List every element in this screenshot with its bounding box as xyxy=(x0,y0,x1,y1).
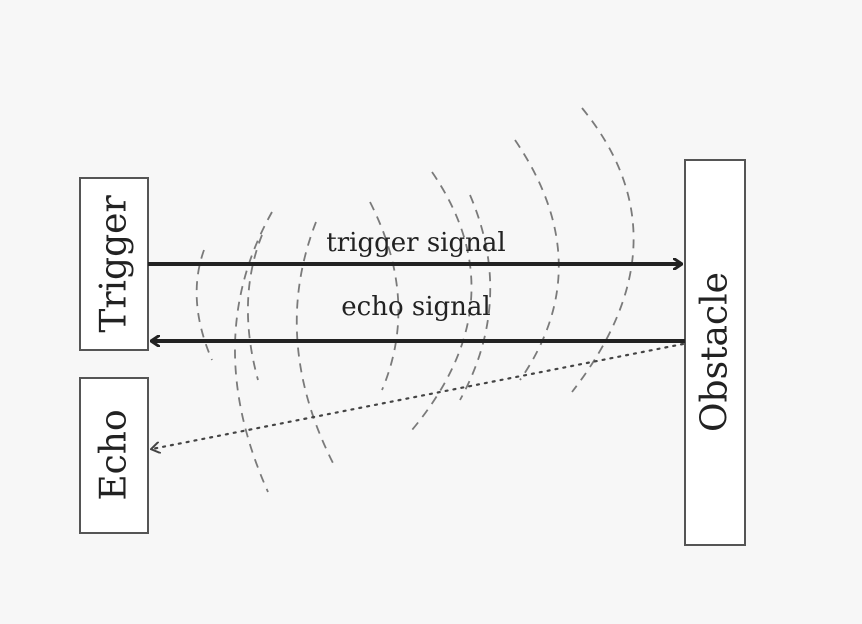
wave-arc xyxy=(295,221,335,466)
trigger-box: Trigger xyxy=(79,177,149,351)
wave-arc xyxy=(514,139,560,381)
wave-arc xyxy=(234,211,273,493)
wave-arc xyxy=(411,171,473,431)
trigger-label: Trigger xyxy=(94,195,135,333)
wave-arc xyxy=(195,249,213,361)
echo-label: Echo xyxy=(94,409,135,500)
echo-signal-label: echo signal xyxy=(341,292,490,322)
echo-return-dotted-arrow xyxy=(152,342,685,449)
wave-arc xyxy=(571,107,635,393)
obstacle-label: Obstacle xyxy=(695,272,736,432)
wave-arc xyxy=(247,234,263,381)
trigger-signal-label: trigger signal xyxy=(326,228,505,258)
wave-arc xyxy=(369,201,400,391)
echo-box: Echo xyxy=(79,377,149,534)
obstacle-box: Obstacle xyxy=(684,159,746,546)
